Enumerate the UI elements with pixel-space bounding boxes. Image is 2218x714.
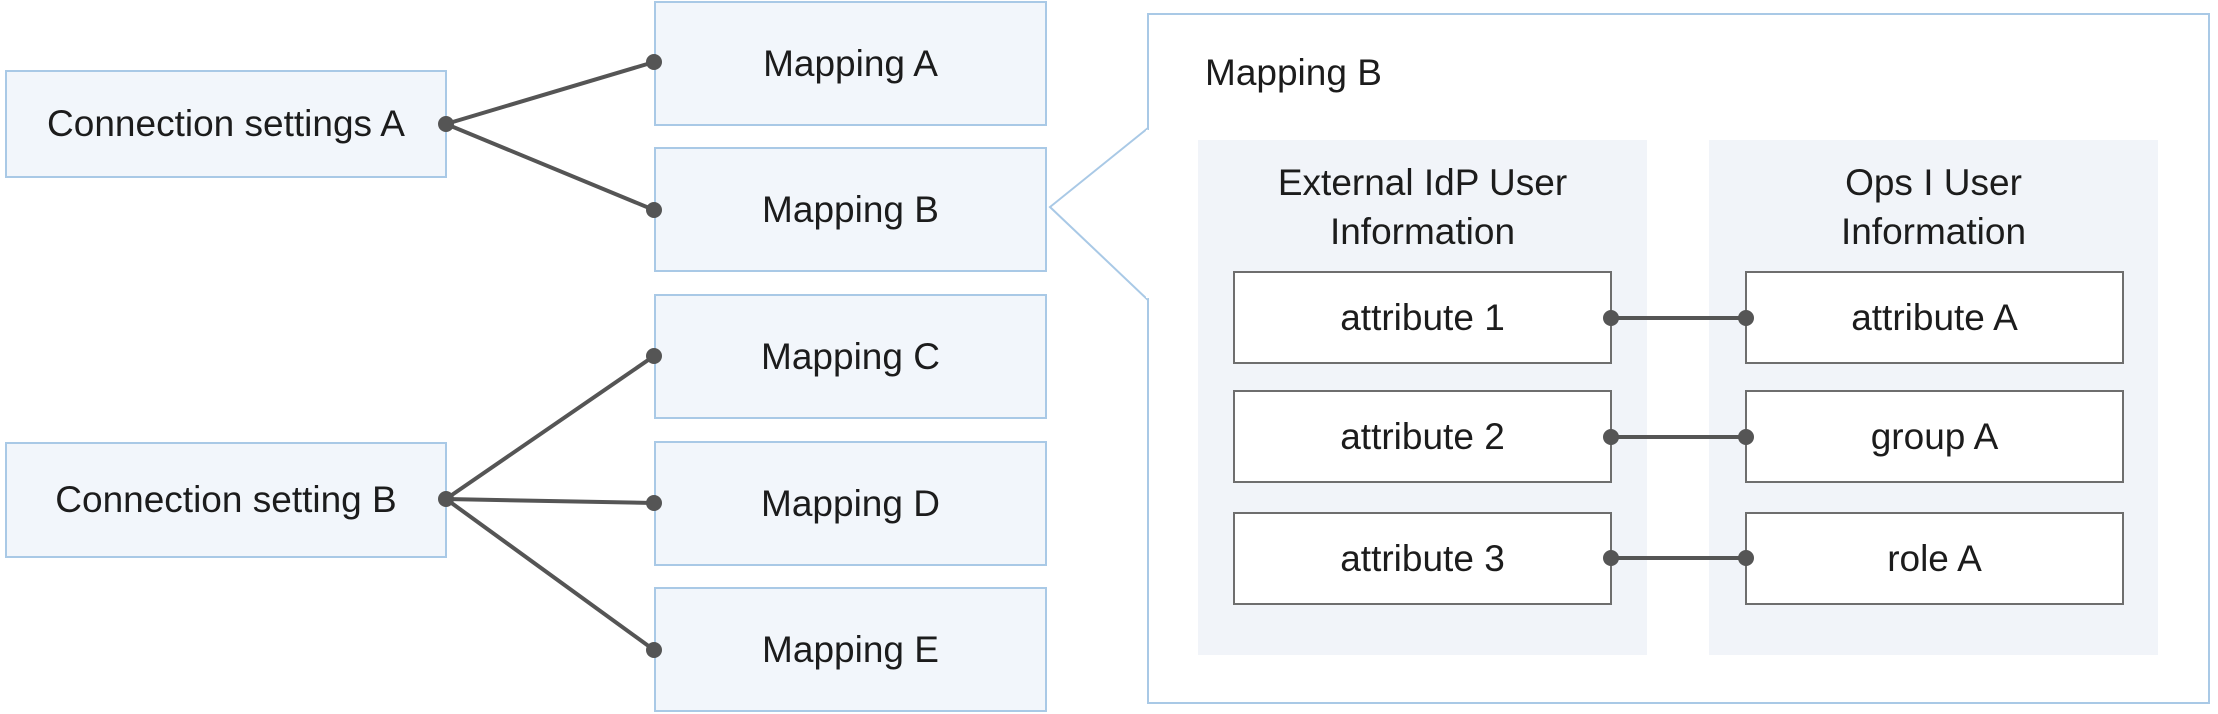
idp-attribute-1: attribute 1 bbox=[1233, 271, 1612, 364]
mapping-d: Mapping D bbox=[654, 441, 1047, 566]
mapping-label: Mapping C bbox=[761, 335, 940, 377]
attribute-label: attribute A bbox=[1851, 296, 2018, 338]
ops-role-a: role A bbox=[1745, 512, 2124, 605]
connection-label: Connection setting B bbox=[55, 479, 397, 520]
mapping-a: Mapping A bbox=[654, 1, 1047, 126]
mapping-e: Mapping E bbox=[654, 587, 1047, 712]
connection-label: Connection settings A bbox=[47, 103, 405, 144]
connection-settings-a: Connection settings A bbox=[5, 70, 447, 178]
mapping-b: Mapping B bbox=[654, 147, 1047, 272]
mapping-label: Mapping A bbox=[763, 42, 938, 84]
mapping-c: Mapping C bbox=[654, 294, 1047, 419]
ops-panel-title: Ops I User Information bbox=[1840, 162, 2027, 252]
attribute-label: role A bbox=[1887, 537, 1982, 579]
mapping-label: Mapping B bbox=[762, 188, 939, 230]
mapping-label: Mapping E bbox=[762, 628, 939, 670]
ops-group-a: group A bbox=[1745, 390, 2124, 483]
connection-setting-b: Connection setting B bbox=[5, 442, 447, 558]
idp-attribute-3: attribute 3 bbox=[1233, 512, 1612, 605]
attribute-label: attribute 2 bbox=[1340, 415, 1505, 457]
attribute-label: group A bbox=[1870, 415, 1999, 457]
attribute-label: attribute 1 bbox=[1340, 296, 1505, 338]
idp-attribute-2: attribute 2 bbox=[1233, 390, 1612, 483]
mapping-label: Mapping D bbox=[761, 482, 940, 524]
attribute-label: attribute 3 bbox=[1340, 537, 1505, 579]
ops-attribute-a: attribute A bbox=[1745, 271, 2124, 364]
detail-title: Mapping B bbox=[1205, 52, 1382, 93]
idp-panel-title: External IdP User Information bbox=[1277, 162, 1568, 252]
